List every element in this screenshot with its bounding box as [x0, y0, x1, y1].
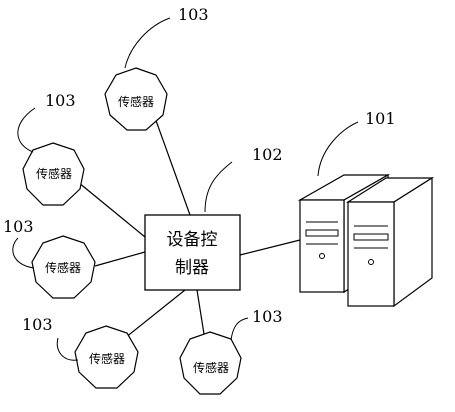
link-sensor-left	[94, 251, 146, 267]
sensor-leader-line	[56, 337, 79, 361]
sensor-label: 传感器	[193, 360, 229, 375]
server-ref-number: 101	[365, 109, 396, 128]
link-server	[239, 239, 301, 256]
server: 101	[297, 109, 435, 308]
sensor-leader-line	[17, 107, 36, 153]
sensor-left: 传感器 103	[3, 217, 96, 299]
sensor-upper-left: 传感器 103	[17, 91, 85, 206]
sensor-bottom-right: 传感器 103	[179, 307, 283, 395]
sensor-heptagon	[74, 325, 139, 389]
sensor-leader-line	[230, 317, 249, 341]
sensor-heptagon	[179, 331, 242, 395]
link-sensor-bottom-left	[119, 289, 186, 343]
controller-label-line2: 制器	[175, 258, 209, 278]
sensor-label: 传感器	[89, 351, 125, 366]
controller-ref-number: 102	[252, 145, 283, 164]
sensor-ref-number: 103	[3, 217, 34, 236]
controller-box	[144, 214, 241, 291]
server-tower-front	[345, 176, 435, 308]
sensor-ref-number: 103	[178, 5, 209, 24]
controller-label-line1: 设备控	[167, 230, 218, 250]
sensor-heptagon	[104, 67, 168, 131]
sensor-leader-line	[124, 17, 171, 69]
sensor-label: 传感器	[45, 260, 81, 275]
sensor-leader-line	[12, 237, 35, 269]
sensor-label: 传感器	[118, 94, 154, 109]
device-controller: 设备控 制器 102	[144, 145, 283, 291]
sensor-ref-number: 103	[22, 315, 53, 334]
server-leader-line	[317, 121, 359, 177]
sensor-top: 传感器 103	[104, 5, 209, 131]
sensor-label: 传感器	[36, 166, 72, 181]
sensor-bottom-left: 传感器 103	[22, 315, 139, 389]
sensor-heptagon	[22, 142, 85, 206]
link-sensor-upper-left	[72, 177, 146, 238]
sensor-heptagon	[31, 235, 96, 299]
sensor-ref-number: 103	[252, 307, 283, 326]
sensor-ref-number: 103	[45, 91, 76, 110]
controller-leader-line	[204, 161, 233, 213]
